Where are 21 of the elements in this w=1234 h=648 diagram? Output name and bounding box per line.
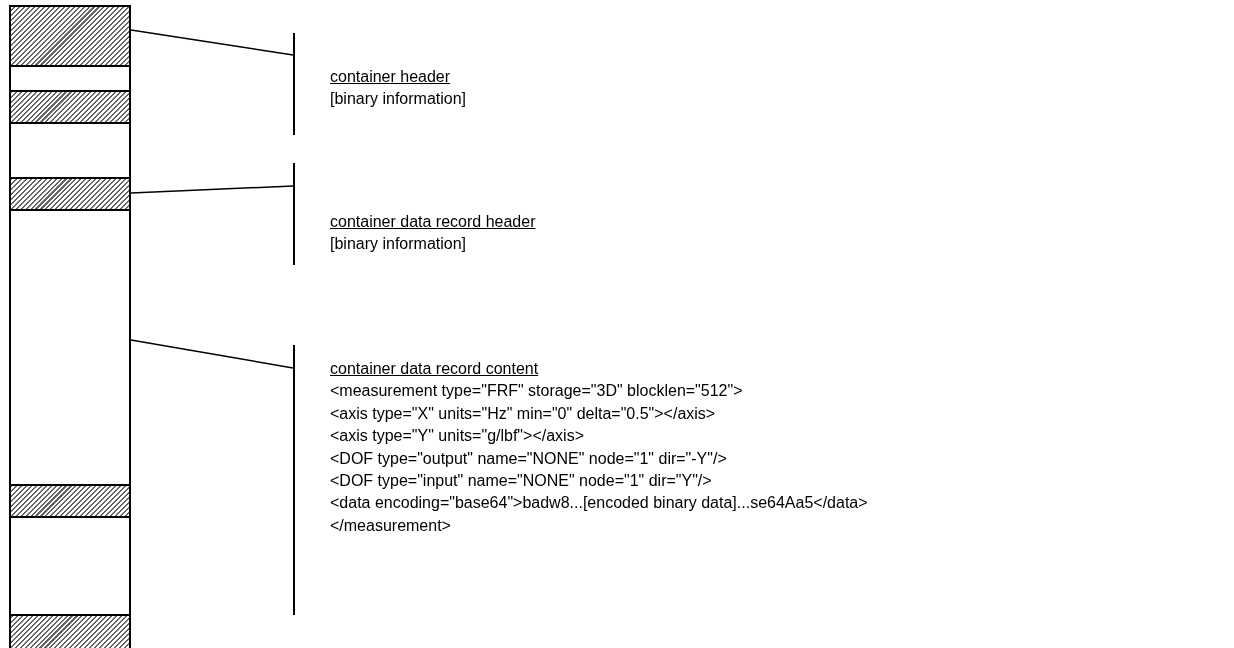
description-text: [binary information] [330,89,467,110]
code-line: <axis type="Y" units="g/lbf"></axis> [330,426,584,447]
section-heading: container data record content [330,359,539,379]
hatched-bar [11,90,129,124]
code-line: <data encoding="base64">badw8...[encoded binary data]...se64Aa5</data> [330,493,868,514]
code-line: <DOF type="output" name="NONE" node="1" dir="-Y"/> [330,448,727,469]
leader-line [130,339,294,369]
code-line: <DOF type="input" name="NONE" node="1" dir="Y"/> [330,471,712,492]
leader-line [130,185,294,194]
hatched-bar [11,177,129,211]
hatched-bar [11,484,129,518]
hatched-bar [11,5,129,67]
container-strip [9,5,131,648]
code-line: </measurement> [330,515,451,536]
code-line: <axis type="X" units="Hz" min="0" delta="0.5"></axis> [330,403,716,424]
description-text: [binary information] [330,234,467,255]
hatched-bar [11,614,129,648]
code-line: <measurement type="FRF" storage="3D" blocklen="512"> [330,381,743,402]
section-heading: container header [330,67,451,87]
leader-line [130,29,294,56]
section-heading: container data record header [330,212,536,232]
